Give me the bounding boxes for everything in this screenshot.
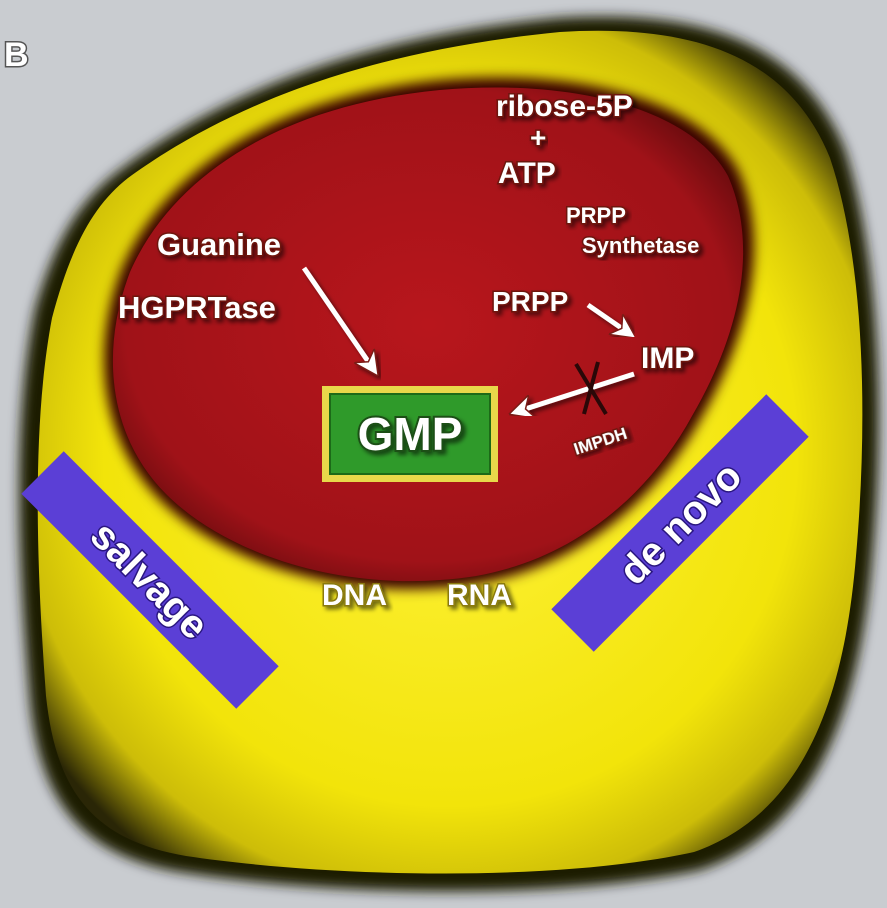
nucleus <box>112 87 744 582</box>
ribose-label: ribose-5P <box>496 90 633 123</box>
guanine-label: Guanine <box>157 227 281 262</box>
arrow-imp-to-gmp <box>516 371 635 412</box>
x-mark-icon <box>574 361 608 416</box>
atp-label: ATP <box>498 157 556 190</box>
rna-label: RNA <box>447 579 512 612</box>
prpp-synthetase-label-line1: PRPP <box>566 203 626 228</box>
gmp-box-inner <box>329 393 491 475</box>
imp-label: IMP <box>641 342 694 375</box>
prpp-synthetase-label-line2: Synthetase <box>582 233 699 258</box>
gmp-label: GMP <box>358 408 463 460</box>
prpp-label: PRPP <box>492 286 568 317</box>
panel-letter: B <box>4 36 29 74</box>
arrow-guanine-to-gmp <box>301 266 374 370</box>
hgprtase-label: HGPRTase <box>118 290 276 325</box>
dna-label: DNA <box>322 579 387 612</box>
arrow-prpp-to-imp <box>586 302 630 334</box>
plus-label: + <box>530 122 546 153</box>
